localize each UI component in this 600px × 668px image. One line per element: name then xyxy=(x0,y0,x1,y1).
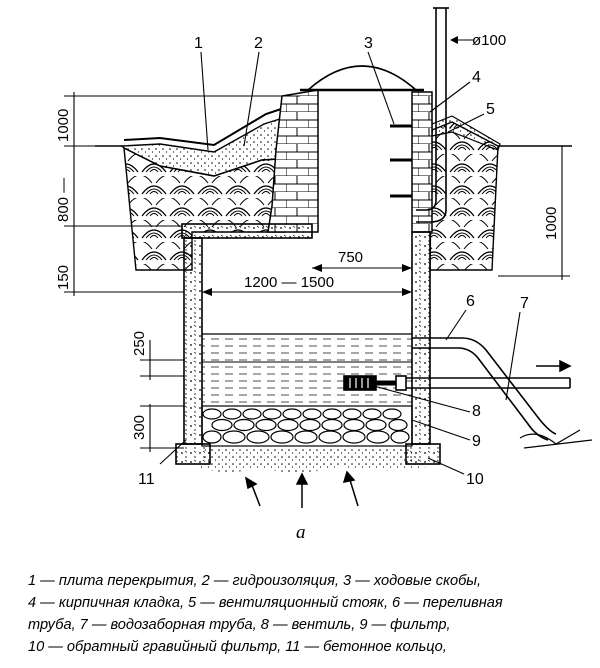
dim-water-gap: 250 xyxy=(131,331,148,356)
legend-line-4: 10 — обратный гравийный фильтр, 11 — бет… xyxy=(28,639,447,655)
callout-9: 9 xyxy=(472,433,481,450)
right-backfill xyxy=(429,115,501,271)
dim-mid-range: 800 — xyxy=(55,178,72,222)
gravel-filter xyxy=(201,405,413,447)
floor-slab xyxy=(181,223,313,239)
ventilation-riser xyxy=(416,7,449,223)
dim-inner-width: 1200 — 1500 xyxy=(244,274,334,291)
left-backfill xyxy=(120,103,297,271)
figure-caption: a xyxy=(296,522,306,543)
dim-top-range: 1000 xyxy=(55,109,72,142)
dim-offset: 750 xyxy=(338,249,363,266)
callout-1: 1 xyxy=(194,35,203,52)
callout-6: 6 xyxy=(466,293,475,310)
callout-11: 11 xyxy=(138,471,155,488)
dim-filter-height: 300 xyxy=(131,415,148,440)
callout-4: 4 xyxy=(472,69,481,86)
overflow-pipe xyxy=(412,337,593,449)
callout-8: 8 xyxy=(472,403,481,420)
dimension-labels: ø100 1000 800 — 150 1000 750 1200 — 1500… xyxy=(55,32,560,440)
callout-10: 10 xyxy=(466,471,484,488)
callout-3: 3 xyxy=(364,35,373,52)
dim-right-depth: 1000 xyxy=(543,207,560,240)
callout-labels: 1 2 3 4 5 6 7 8 9 10 11 xyxy=(138,35,529,488)
ladder-rungs xyxy=(390,124,412,198)
callout-2: 2 xyxy=(254,35,263,52)
leader-lines xyxy=(159,51,521,475)
dimension-arrows xyxy=(202,36,458,296)
well-diagram: 1 2 3 4 5 6 7 8 9 10 11 ø100 1000 800 — … xyxy=(55,7,593,543)
legend: 1 — плита перекрытия, 2 — гидроизоляция,… xyxy=(28,570,596,658)
dim-pipe-diameter: ø100 xyxy=(472,32,506,49)
legend-line-2: 4 — кирпичная кладка, 5 — вентиляционный… xyxy=(28,595,503,611)
intake-pipe xyxy=(343,375,571,391)
dim-slab: 150 xyxy=(55,265,72,290)
callout-7: 7 xyxy=(520,295,529,312)
outflow-arrow xyxy=(536,359,572,373)
legend-line-1: 1 — плита перекрытия, 2 — гидроизоляция,… xyxy=(28,573,482,589)
bottom-soil xyxy=(200,446,426,473)
manhole-cover xyxy=(300,65,424,92)
callout-5: 5 xyxy=(486,101,495,118)
legend-line-3: труба, 7 — водозаборная труба, 8 — венти… xyxy=(28,617,451,633)
water-volume xyxy=(202,333,412,406)
inflow-arrows xyxy=(244,470,359,508)
